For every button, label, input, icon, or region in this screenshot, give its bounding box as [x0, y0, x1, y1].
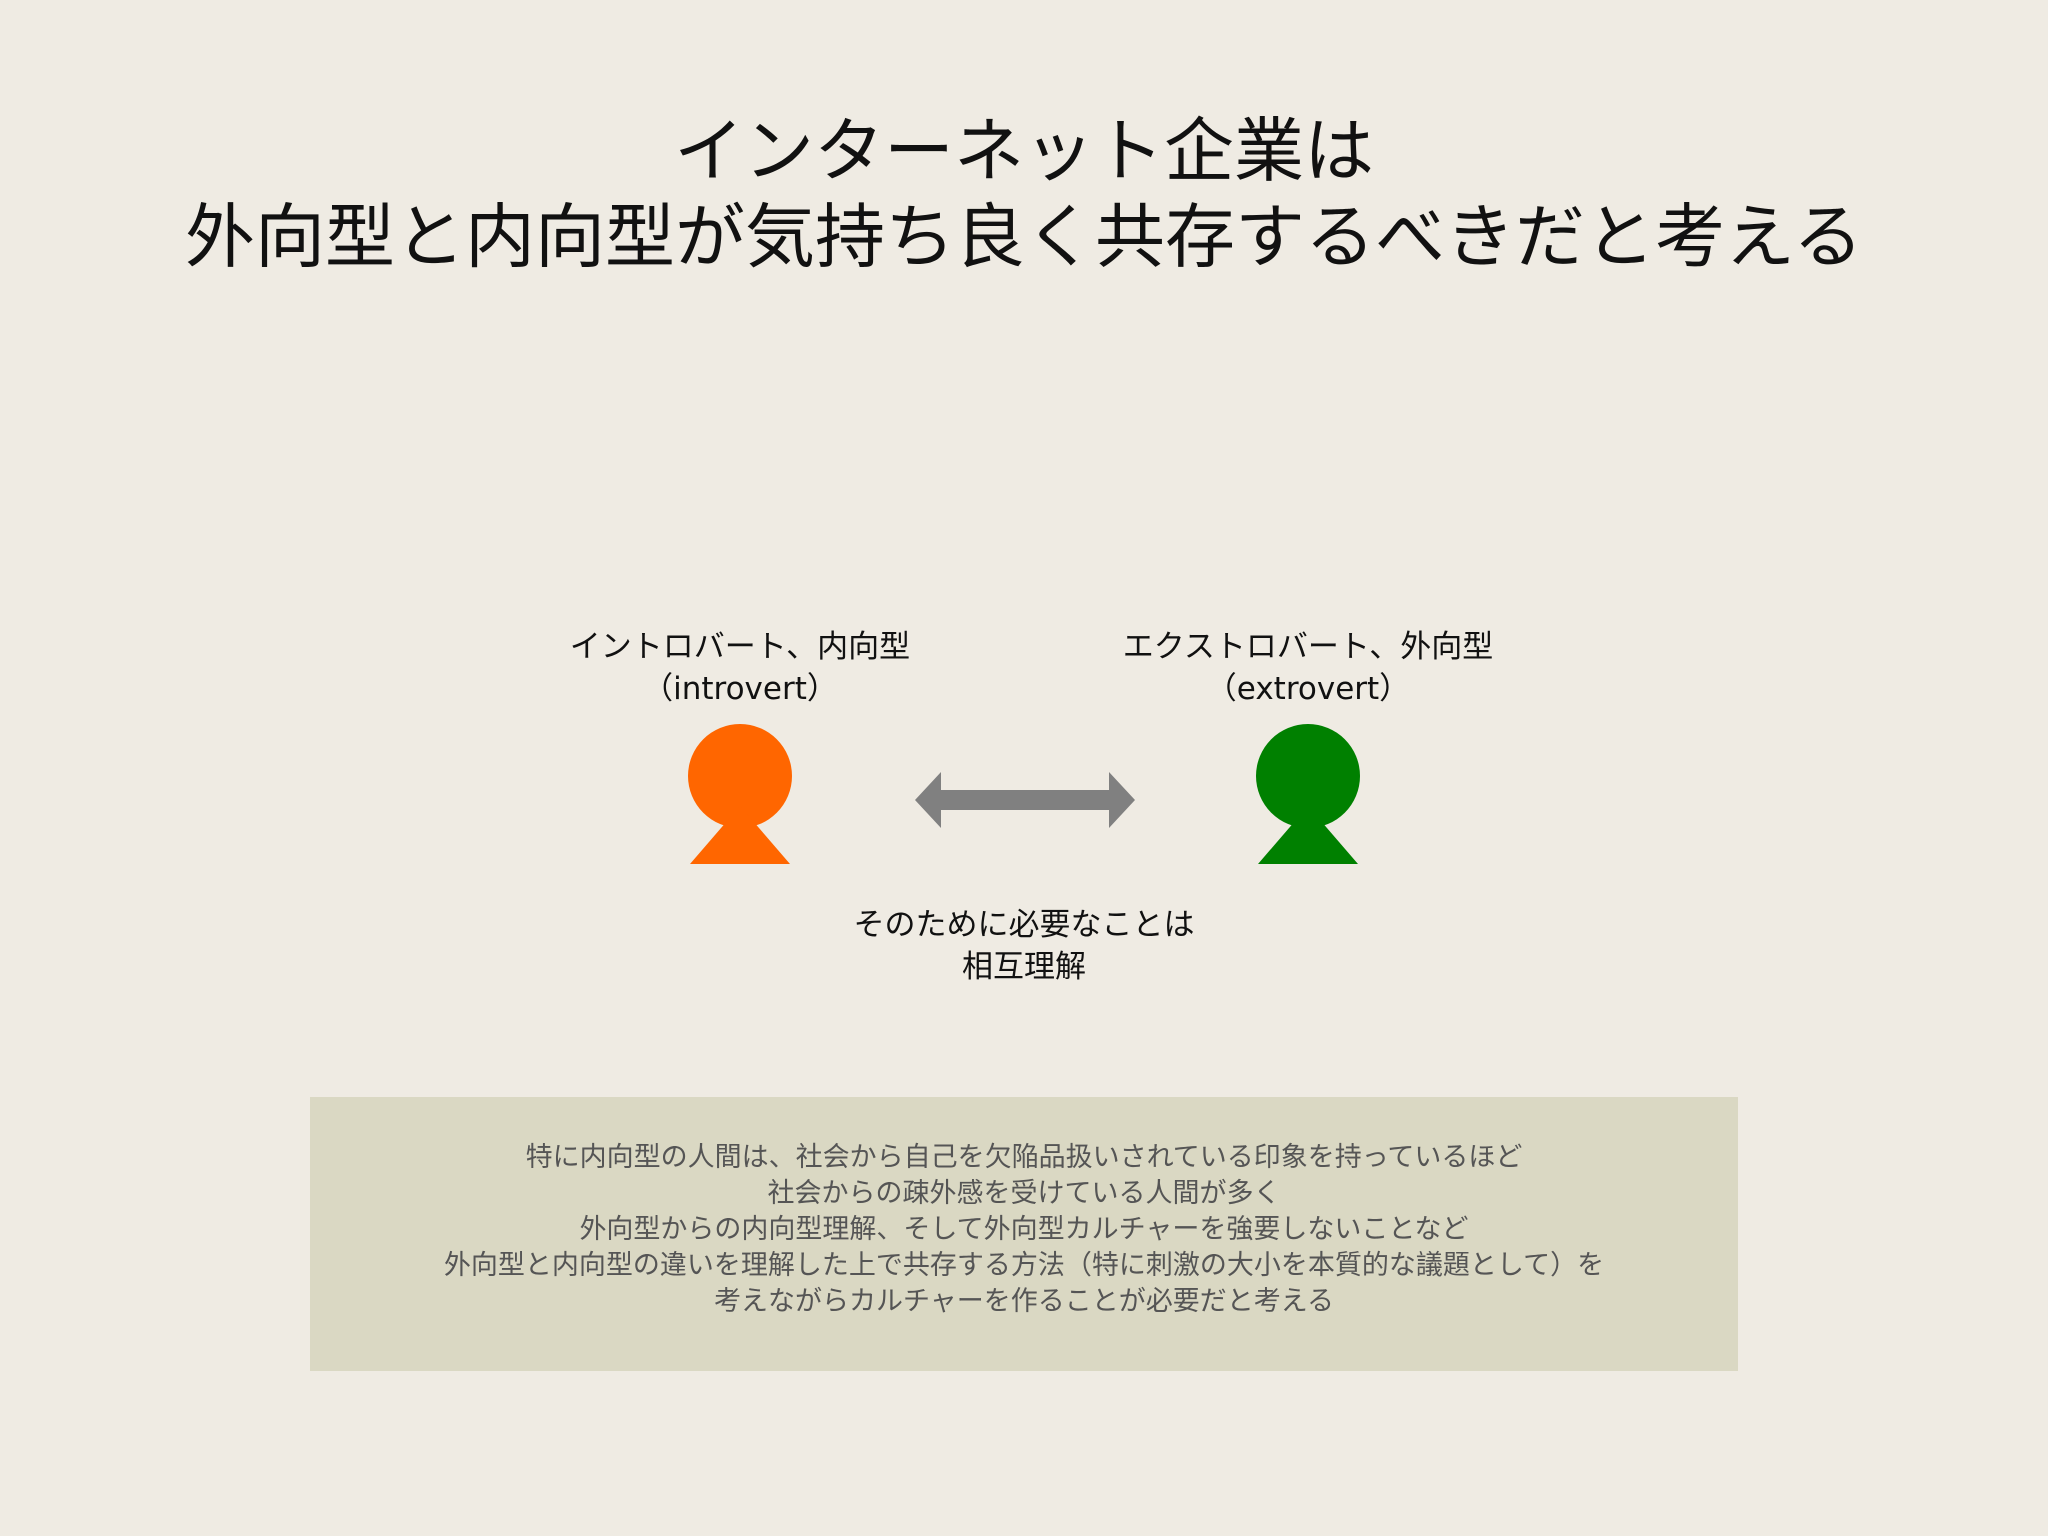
title-line-1: インターネット企業は: [674, 110, 1374, 192]
title-line-2: 外向型と内向型が気持ち良く共存するべきだと考える: [185, 196, 1863, 278]
double-headed-arrow-icon: [915, 772, 1135, 828]
need-line-1: そのために必要なことは: [853, 907, 1195, 943]
extrovert-label-ja: エクストロバート、外向型: [1122, 629, 1494, 665]
introvert-person-icon: [688, 724, 792, 864]
mutual-understanding-text: そのために必要なことは 相互理解: [724, 904, 1324, 988]
extrovert-label-en: （extrovert）: [1205, 671, 1411, 707]
introvert-label-en: （introvert）: [642, 671, 838, 707]
extrovert-label: エクストロバート、外向型 （extrovert）: [1048, 626, 1568, 710]
note-line: 外向型からの内向型理解、そして外向型カルチャーを強要しないことなど: [579, 1214, 1469, 1245]
extrovert-person-icon: [1256, 724, 1360, 864]
note-box: 特に内向型の人間は、社会から自己を欠陥品扱いされている印象を持っているほど 社会…: [310, 1097, 1738, 1371]
introvert-label-ja: イントロバート、内向型: [569, 629, 911, 665]
note-line: 社会からの疎外感を受けている人間が多く: [767, 1178, 1281, 1209]
slide-title: インターネット企業は 外向型と内向型が気持ち良く共存するべきだと考える: [0, 108, 2048, 280]
note-line: 外向型と内向型の違いを理解した上で共存する方法（特に刺激の大小を本質的な議題とし…: [443, 1250, 1605, 1281]
note-line: 特に内向型の人間は、社会から自己を欠陥品扱いされている印象を持っているほど: [525, 1142, 1523, 1173]
introvert-label: イントロバート、内向型 （introvert）: [480, 626, 1000, 710]
need-line-2: 相互理解: [962, 949, 1086, 985]
note-line: 考えながらカルチャーを作ることが必要だと考える: [714, 1286, 1334, 1317]
